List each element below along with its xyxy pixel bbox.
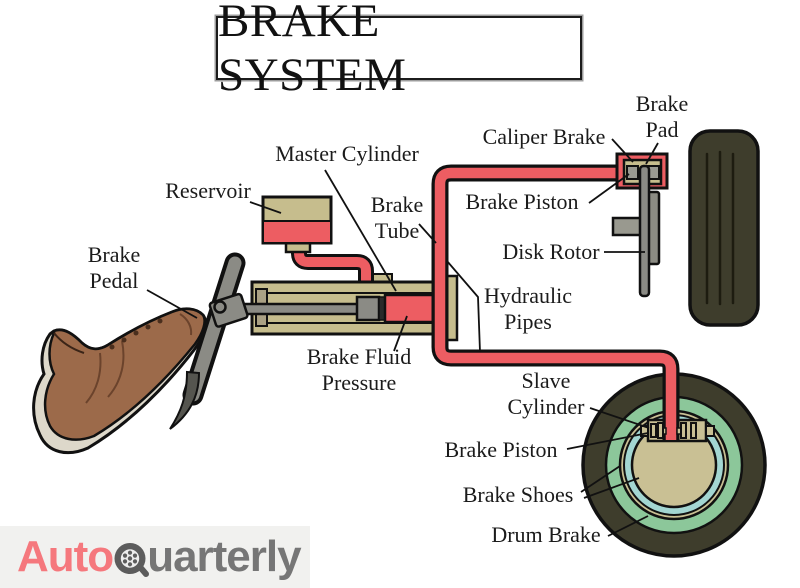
wheel-icon (114, 542, 150, 577)
logo-text-auto: Auto (17, 532, 114, 581)
shoe-upper (43, 307, 206, 441)
reservoir-pipe (291, 245, 393, 291)
logo-autoquarterly: Auto uarterly (0, 526, 310, 588)
label-brake-piston-top: Brake Piston (465, 189, 579, 214)
brake-pedal-lever (169, 252, 249, 430)
label-brake-shoes: Brake Shoes (462, 482, 574, 507)
label-drum-brake: Drum Brake (491, 522, 601, 547)
label-master-cylinder: Master Cylinder (275, 141, 419, 166)
label-disk-rotor: Disk Rotor (502, 239, 600, 264)
tire-side-view (688, 129, 760, 327)
logo-text-quarterly: uarterly (147, 532, 301, 581)
pivot-pin (213, 300, 227, 314)
disk-rotor-graphic (638, 164, 651, 298)
master-cylinder-body (228, 280, 454, 336)
push-rod (228, 302, 364, 316)
leader-lines (146, 138, 659, 537)
shoe-illustration (32, 307, 208, 455)
hydraulic-pipes-run (431, 164, 680, 440)
diagram-title: BRAKE SYSTEM (218, 0, 407, 101)
master-piston (355, 295, 381, 322)
slave-cylinder-pistons (640, 422, 715, 439)
label-caliper-brake: Caliper Brake (482, 124, 606, 149)
label-brake-piston-bottom: Brake Piston (444, 437, 558, 462)
caliper-bracket (611, 190, 661, 266)
reservoir-tank (261, 195, 333, 254)
diagram-title-box: BRAKE SYSTEM (216, 0, 582, 101)
caliper-piston-left (626, 165, 639, 180)
label-reservoir: Reservoir (165, 178, 251, 203)
